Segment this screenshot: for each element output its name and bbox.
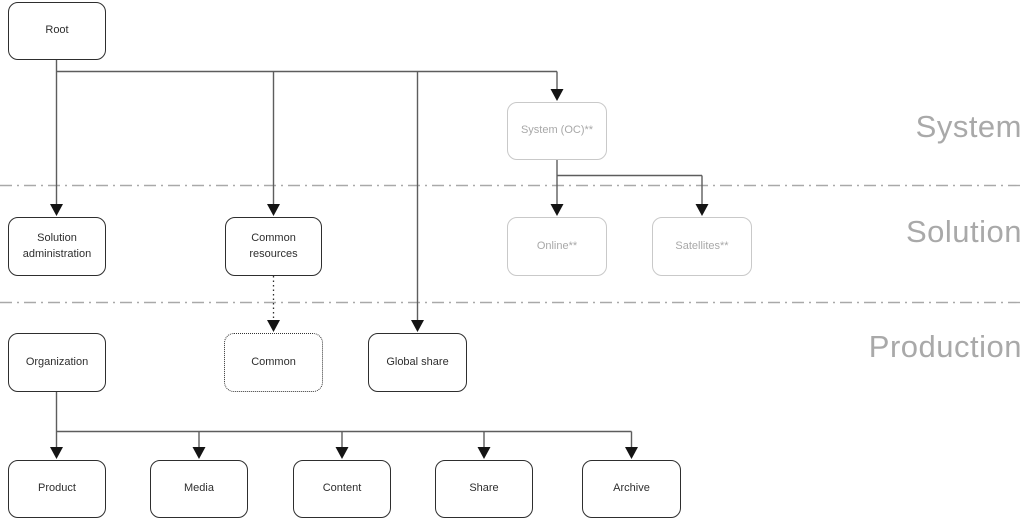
node-archive: Archive — [582, 460, 681, 518]
arrowhead-share — [477, 447, 491, 459]
node-content-label: Content — [322, 482, 362, 495]
arrowhead-global-share — [411, 320, 424, 332]
arrowhead-common — [267, 320, 280, 332]
node-media: Media — [150, 460, 248, 518]
node-common-label: Common — [251, 355, 296, 368]
node-global-share: Global share — [368, 333, 467, 392]
arrowhead-media — [192, 447, 206, 459]
node-satellites: Satellites** — [652, 217, 752, 276]
zone-label-solution: Solution — [905, 214, 1022, 249]
node-online: Online** — [507, 217, 607, 276]
node-solution-administration: Solution administration — [8, 217, 106, 276]
arrowhead-product — [50, 447, 63, 459]
node-common-resources-label: Common resources — [249, 231, 298, 260]
arrowhead-content — [335, 447, 349, 459]
node-satellites-label: Satellites** — [675, 239, 729, 252]
node-root: Root — [8, 2, 106, 60]
node-online-label: Online** — [536, 239, 578, 252]
node-content: Content — [293, 460, 391, 518]
node-root-label: Root — [45, 24, 69, 37]
arrowhead-archive — [625, 447, 638, 459]
node-organization: Organization — [8, 333, 106, 392]
arrowhead-common-resources — [267, 204, 280, 216]
node-share-label: Share — [469, 482, 499, 495]
node-share: Share — [435, 460, 533, 518]
zone-label-production: Production — [868, 329, 1022, 364]
arrowhead-system-oc — [550, 89, 564, 101]
node-system-oc-label: System (OC)** — [520, 124, 594, 137]
node-common-resources: Common resources — [225, 217, 322, 276]
node-product: Product — [8, 460, 106, 518]
node-common: Common — [224, 333, 323, 392]
arrowhead-satellites — [695, 204, 709, 216]
node-media-label: Media — [184, 482, 214, 495]
zone-label-system: System — [915, 109, 1022, 144]
node-system-oc: System (OC)** — [507, 102, 607, 160]
arrowhead-online — [550, 204, 564, 216]
node-solution-administration-label: Solution administration — [22, 231, 92, 260]
node-archive-label: Archive — [613, 482, 650, 495]
arrowhead-solution-administration — [50, 204, 63, 216]
node-organization-label: Organization — [25, 355, 89, 368]
node-product-label: Product — [38, 482, 76, 495]
node-global-share-label: Global share — [386, 355, 449, 368]
